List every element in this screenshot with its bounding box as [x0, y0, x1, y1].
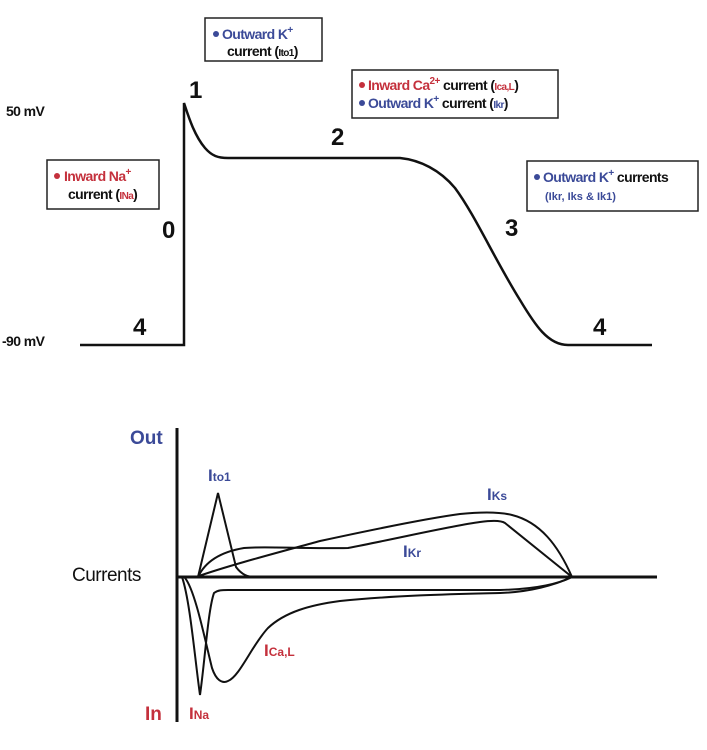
ikr-trace: [197, 519, 573, 578]
phase0-current-box: Inward Na+ current (INa): [46, 159, 160, 210]
svg-text:current (INa): current (INa): [68, 186, 137, 202]
out-label: Out: [130, 428, 163, 449]
outward-bullet-icon: [359, 100, 365, 106]
svg-text:current (Ito1): current (Ito1): [227, 43, 298, 59]
phase-0: 0: [162, 217, 175, 244]
phase-2: 2: [331, 124, 344, 151]
phase-3: 3: [505, 215, 518, 242]
phase1-current-box: Outward K+ current (Ito1): [204, 17, 323, 62]
iks-trace: [195, 511, 573, 578]
phase2-current-box: Inward Ca2+ current (Ica,L) Outward K+ c…: [351, 69, 559, 119]
outward-bullet-icon: [534, 174, 540, 180]
ical-label: ICa,L: [264, 641, 295, 660]
y-label-50mv: 50 mV: [6, 103, 46, 119]
inward-bullet-icon: [359, 82, 365, 88]
svg-text:Outward K+: Outward K+: [222, 25, 293, 42]
svg-text:(Ikr, Iks & Ik1): (Ikr, Iks & Ik1): [545, 191, 616, 203]
phase-4-left: 4: [133, 314, 147, 341]
outward-bullet-icon: [213, 31, 219, 37]
svg-text:Inward Na+: Inward Na+: [64, 167, 132, 184]
phase3-current-box: Outward K+ currents (Ikr, Iks & Ik1): [526, 160, 699, 212]
inward-bullet-icon: [54, 173, 60, 179]
action-potential-curve: [80, 102, 652, 347]
y-label-minus90mv: -90 mV: [2, 333, 46, 349]
currents-axis-label: Currents: [72, 565, 141, 586]
ikr-label: IKr: [403, 542, 421, 561]
ical-trace: [184, 576, 573, 683]
svg-text:Outward K+ currents: Outward K+ currents: [543, 168, 669, 185]
phase-4-right: 4: [593, 314, 607, 341]
ito1-label: Ito1: [208, 466, 231, 485]
phase-1: 1: [189, 77, 202, 104]
ina-label: INa: [189, 704, 209, 723]
in-label: In: [145, 704, 162, 725]
ina-trace: [181, 576, 573, 696]
svg-text:Inward Ca2+ current (Ica,L): Inward Ca2+ current (Ica,L): [368, 76, 518, 93]
svg-text:Outward K+ current (Ikr): Outward K+ current (Ikr): [368, 94, 508, 111]
iks-label: IKs: [487, 485, 507, 504]
ito1-trace: [197, 492, 256, 578]
